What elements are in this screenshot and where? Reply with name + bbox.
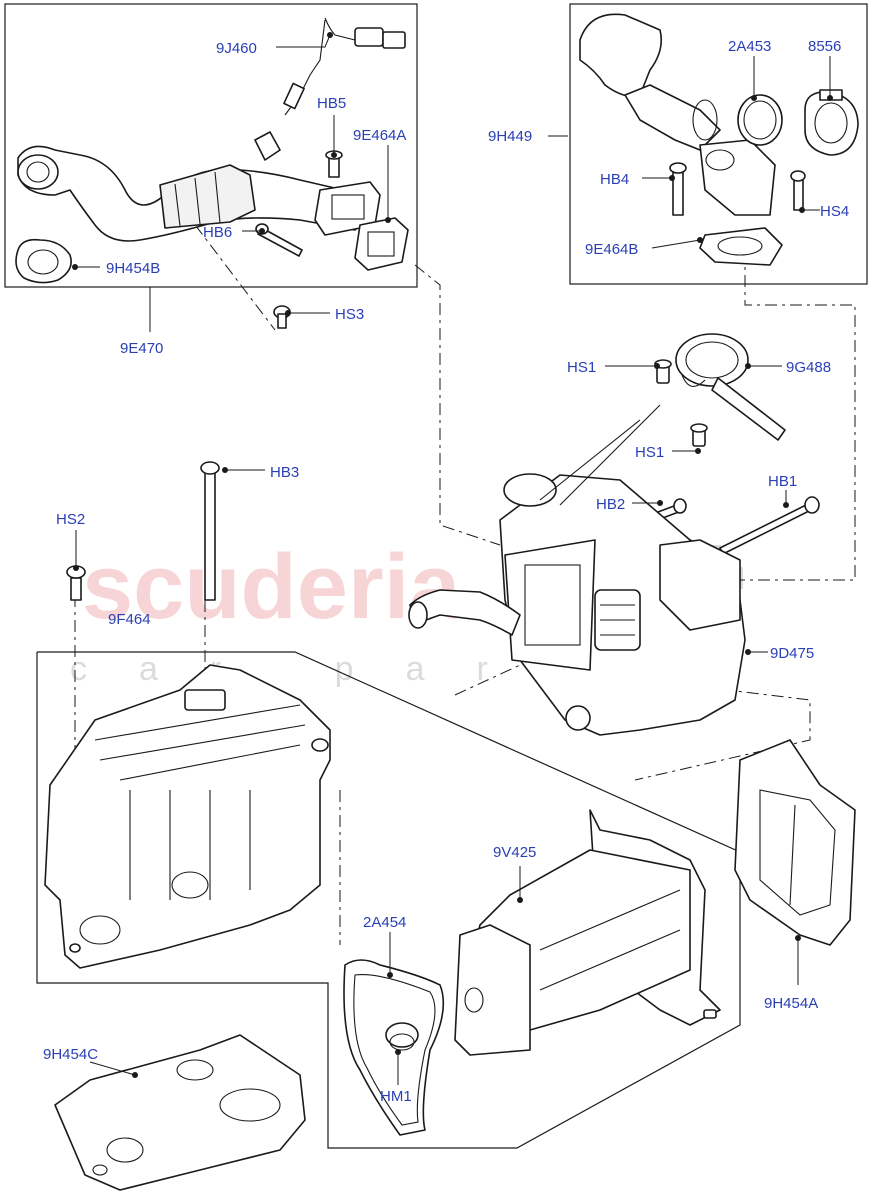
callout-hb3: HB3 xyxy=(270,464,299,481)
bolt-hs4 xyxy=(790,170,806,211)
callout-hs4: HS4 xyxy=(820,203,849,220)
callout-9f464: 9F464 xyxy=(108,611,151,628)
bolt-hb1 xyxy=(719,496,820,555)
callout-2a454: 2A454 xyxy=(363,914,406,931)
assembly-line-a xyxy=(414,264,501,546)
egr-housing-9f464 xyxy=(44,664,331,969)
callout-9h449: 9H449 xyxy=(488,128,532,145)
coolant-hose-group-frame xyxy=(569,3,868,285)
callout-hb5: HB5 xyxy=(317,95,346,112)
gasket-9h454a xyxy=(734,739,856,946)
callout-hs2: HS2 xyxy=(56,511,85,528)
callout-9g488: 9G488 xyxy=(786,359,831,376)
callout-hs1-upper: HS1 xyxy=(567,359,596,376)
callout-labels: 9J460 HB5 9E464A HB6 9H454B 9E470 HS3 2A… xyxy=(43,38,849,1105)
callout-hs3: HS3 xyxy=(335,306,364,323)
exhaust-gasket-9h454b xyxy=(15,238,72,284)
callout-9v425: 9V425 xyxy=(493,844,536,861)
temperature-sensor-9j460 xyxy=(254,17,406,161)
bolt-hs3 xyxy=(273,305,291,329)
watermark-brand: scuderia xyxy=(82,536,461,638)
bolt-hs1-lower xyxy=(690,423,708,447)
leader-lines xyxy=(75,34,831,1085)
callout-hb2: HB2 xyxy=(596,496,625,513)
exhaust-pipe-group-frame xyxy=(4,3,418,288)
coolant-hose-9h449 xyxy=(579,13,776,216)
callout-hs1-lower: HS1 xyxy=(635,444,664,461)
callout-9h454b: 9H454B xyxy=(106,260,160,277)
leader-dots xyxy=(72,32,833,1078)
exhaust-downpipe xyxy=(17,145,381,242)
callout-hm1: HM1 xyxy=(380,1088,412,1105)
egr-gasket-9e464a xyxy=(354,217,409,271)
vacuum-actuator-9g488 xyxy=(675,333,786,441)
clamp-8556 xyxy=(804,89,859,156)
callout-2a453: 2A453 xyxy=(728,38,771,55)
callout-9d475: 9D475 xyxy=(770,645,814,662)
gasket-9e464b xyxy=(699,227,783,266)
bolt-hb4 xyxy=(669,162,687,216)
bolt-hb3 xyxy=(200,461,220,601)
callout-9e470: 9E470 xyxy=(120,340,163,357)
callout-8556: 8556 xyxy=(808,38,841,55)
callout-hb6: HB6 xyxy=(203,224,232,241)
callout-9h454c: 9H454C xyxy=(43,1046,98,1063)
callout-9e464a: 9E464A xyxy=(353,127,406,144)
callout-hb1: HB1 xyxy=(768,473,797,490)
egr-cooler-9v425 xyxy=(454,809,721,1056)
gasket-9h454c xyxy=(54,1034,306,1191)
oring-2a453 xyxy=(737,94,783,146)
cooler-group-frame xyxy=(36,651,741,1149)
callout-hb4: HB4 xyxy=(600,171,629,188)
callout-9j460: 9J460 xyxy=(216,40,257,57)
plug-hm1 xyxy=(385,1022,419,1051)
assembly-line-b xyxy=(705,250,856,581)
callout-9e464b: 9E464B xyxy=(585,241,638,258)
callout-9h454a: 9H454A xyxy=(764,995,818,1012)
egr-cooler-assembly-9d475 xyxy=(408,404,746,736)
